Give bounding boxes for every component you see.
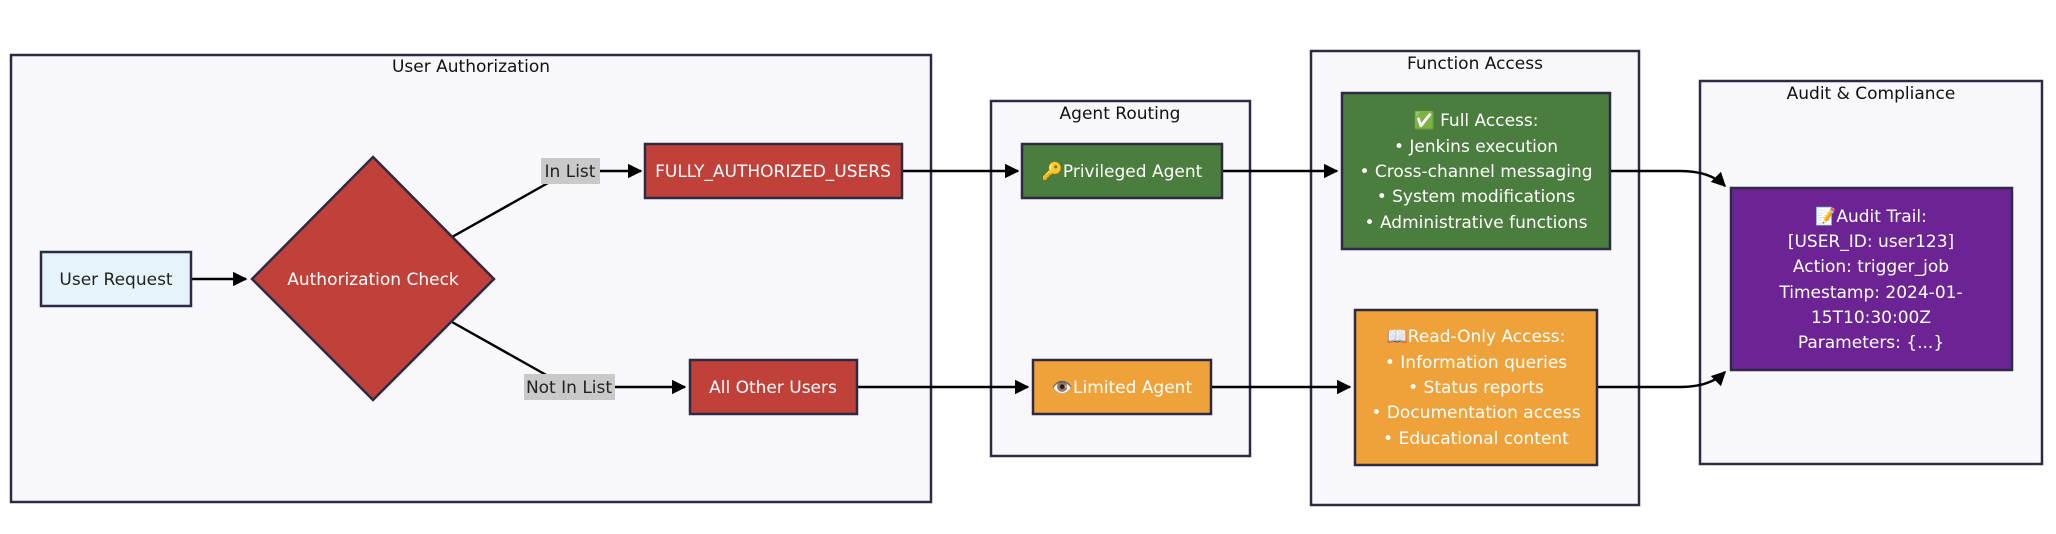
node-full-access[interactable]: ✅ Full Access: • Jenkins execution • Cro… [1340,91,1612,251]
node-all-other-users-label: All Other Users [709,378,837,398]
node-fully-authorized-users-label: FULLY_AUTHORIZED_USERS [655,162,891,182]
node-limited-agent[interactable]: 👁️Limited Agent [1031,358,1213,416]
cluster-title-agent-routing: Agent Routing [1060,104,1181,124]
cluster-title-audit-compliance: Audit & Compliance [1787,84,1956,104]
node-privileged-agent-label: 🔑Privileged Agent [1042,161,1203,182]
read-only-line: • Documentation access [1371,403,1580,423]
read-only-line: • Information queries [1385,353,1567,373]
audit-trail-line: [USER_ID: user123] [1788,232,1954,252]
read-only-line: 📖Read-Only Access: [1387,327,1566,347]
node-limited-agent-label: 👁️Limited Agent [1052,378,1193,398]
node-fully-authorized-users[interactable]: FULLY_AUTHORIZED_USERS [643,142,904,200]
audit-trail-line: 15T10:30:00Z [1811,308,1931,328]
node-all-other-users[interactable]: All Other Users [688,358,859,416]
audit-trail-line: Parameters: {...} [1798,333,1944,353]
edge-label-not-in-list: Not In List [524,374,615,400]
edge-full-access-to-audit [1610,169,1727,188]
node-audit-trail[interactable]: 📝Audit Trail: [USER_ID: user123] Action:… [1729,186,2014,372]
cluster-title-user-authorization: User Authorization [392,57,550,77]
audit-trail-line: Action: trigger_job [1793,257,1949,277]
full-access-line: ✅ Full Access: [1414,110,1539,131]
svg-text:Not In List: Not In List [526,378,612,398]
audit-trail-line: 📝Audit Trail: [1815,206,1927,227]
node-user-request-label: User Request [59,270,173,290]
full-access-line: • Administrative functions [1365,213,1588,233]
full-access-line: • Jenkins execution [1394,137,1558,157]
read-only-line: • Status reports [1408,378,1544,398]
node-read-only-access[interactable]: 📖Read-Only Access: • Information queries… [1353,308,1599,467]
cluster-title-function-access: Function Access [1407,54,1543,74]
edge-read-only-to-audit [1597,370,1727,389]
edge-label-in-list: In List [541,158,600,184]
node-authorization-check-label: Authorization Check [287,270,459,290]
full-access-line: • System modifications [1377,187,1576,207]
full-access-line: • Cross-channel messaging [1359,162,1592,182]
node-authorization-check[interactable]: Authorization Check [250,155,496,402]
node-user-request[interactable]: User Request [39,250,193,308]
svg-text:In List: In List [545,162,596,182]
audit-trail-line: Timestamp: 2024-01- [1778,283,1962,303]
node-privileged-agent[interactable]: 🔑Privileged Agent [1020,142,1224,200]
read-only-line: • Educational content [1383,429,1569,449]
